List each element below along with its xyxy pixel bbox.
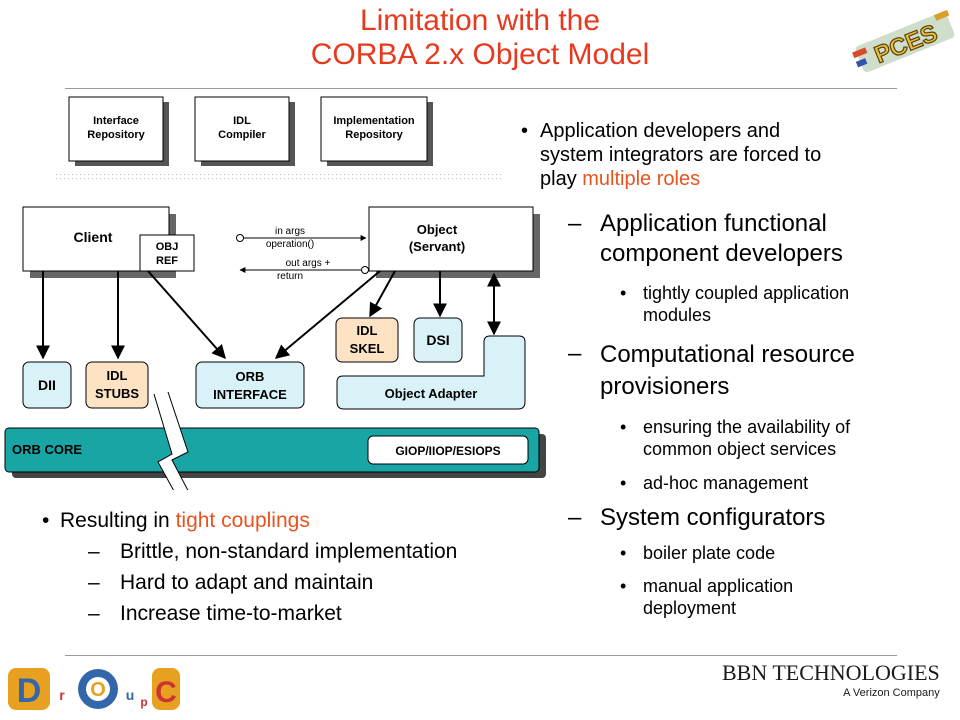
giop-box: GIOP/IIOP/ESIOPS (367, 435, 529, 465)
doc-logo-o: O (90, 679, 106, 701)
multiple-roles-line-3: play (540, 168, 583, 190)
idl-stubs-box: IDL STUBS (85, 361, 149, 409)
object-servant-box: Object (Servant) (368, 206, 540, 278)
bullet-marker: • (620, 283, 627, 303)
sub-availability: ensuring the availability of common obje… (643, 416, 943, 460)
doc-logo-u: u (126, 687, 135, 703)
sub-tightly-coupled-line-2: modules (643, 305, 712, 325)
interface-repository-line-2: Repository (87, 129, 145, 141)
bbn-logo-subtitle: A Verizon Company (843, 687, 940, 699)
idl-skel-line-2: SKEL (350, 341, 385, 356)
operation-label: operation() (266, 239, 314, 250)
top-divider (65, 88, 897, 89)
doc-logo-d: D (17, 672, 42, 710)
interface-repository-box: Interface Repository (68, 96, 169, 166)
client-label: Client (74, 229, 113, 245)
consequence-hard-to-adapt: Hard to adapt and maintain (120, 571, 374, 594)
bottom-divider (65, 655, 897, 656)
dash-marker: – (568, 504, 582, 531)
orb-interface-line-1: ORB (236, 369, 265, 384)
role-system-configurators: System configurators (600, 504, 826, 531)
bullet-marker: • (620, 473, 627, 493)
idl-stubs-line-2: STUBS (95, 386, 139, 401)
orb-interface-box: ORB INTERFACE (195, 361, 305, 409)
sub-availability-line-1: ensuring the availability of (643, 417, 851, 437)
implementation-repository-box: Implementation Repository (320, 96, 433, 166)
sub-tightly-coupled: tightly coupled application modules (643, 282, 943, 326)
idl-skel-box: IDL SKEL (335, 317, 399, 363)
doc-group-logo: D r O u p C (8, 668, 180, 710)
title-line-1: Limitation with the (359, 4, 601, 37)
sub-availability-line-2: common object services (643, 439, 837, 459)
consequence-time-to-market: Increase time-to-market (120, 602, 342, 625)
tight-couplings-prefix: Resulting in (60, 509, 176, 532)
bbn-logo: BBN TECHNOLOGIES A Verizon Company (722, 660, 940, 699)
dii-box: DII (22, 361, 72, 409)
bullet-marker: • (620, 576, 627, 596)
role-functional-developers-line-2: component developers (600, 240, 843, 267)
doc-logo-r: r (59, 687, 65, 703)
object-adapter-label: Object Adapter (385, 386, 478, 401)
obj-ref-box: OBJ REF (139, 234, 195, 272)
dsi-box: DSI (413, 317, 463, 363)
multiple-roles-line-1: Application developers and (540, 120, 781, 142)
sub-manual-deployment: manual application deployment (643, 575, 943, 619)
dsi-label: DSI (426, 332, 449, 348)
role-functional-developers-line-1: Application functional (600, 210, 827, 237)
dash-marker: – (88, 602, 100, 625)
doc-logo-c: C (155, 676, 177, 709)
sub-boiler-plate: boiler plate code (643, 543, 776, 563)
sub-tightly-coupled-line-1: tightly coupled application (643, 283, 850, 303)
dash-marker: – (88, 571, 100, 594)
bullet-marker: • (620, 543, 627, 563)
obj-ref-line-2: REF (156, 255, 178, 267)
object-adapter-box: Object Adapter (336, 335, 526, 410)
bullet-marker: • (42, 509, 50, 532)
role-resource-provisioners: Computational resource provisioners (600, 339, 940, 403)
idl-skel-line-1: IDL (357, 323, 378, 338)
dii-label: DII (38, 377, 56, 393)
dash-marker: – (88, 540, 100, 563)
return-label: return (277, 271, 303, 282)
sub-adhoc-management: ad-hoc management (643, 473, 809, 493)
doc-logo-p: p (140, 695, 147, 709)
implementation-repository-line-1: Implementation (333, 115, 415, 127)
role-functional-developers: Application functional component develop… (600, 209, 940, 269)
orb-interface-line-2: INTERFACE (213, 387, 287, 402)
multiple-roles-bullet: Application developers and system integr… (540, 119, 940, 191)
multiple-roles-line-2: system integrators are forced to (540, 144, 822, 166)
pces-logo: PCES (852, 9, 955, 73)
multiple-roles-highlight: multiple roles (582, 168, 701, 190)
corba-architecture-diagram: Interface Repository IDL Compiler Implem… (4, 96, 546, 490)
role-resource-provisioners-line-1: Computational resource (600, 341, 855, 368)
title-line-2: CORBA 2.x Object Model (310, 38, 650, 71)
bbn-logo-name: BBN TECHNOLOGIES (722, 660, 940, 685)
idl-stubs-line-1: IDL (107, 368, 128, 383)
tight-couplings-bullet: Resulting in tight couplings (60, 505, 310, 536)
consequence-brittle: Brittle, non-standard implementation (120, 540, 458, 563)
interface-repository-line-1: Interface (93, 115, 139, 127)
tight-couplings-highlight: tight couplings (175, 509, 310, 532)
sub-manual-deployment-line-1: manual application (643, 576, 794, 596)
idl-compiler-box: IDL Compiler (194, 96, 295, 166)
orb-core-label: ORB CORE (12, 442, 82, 457)
dash-marker: – (568, 210, 582, 237)
object-servant-line-2: (Servant) (409, 239, 465, 254)
slide-title: Limitation with the CORBA 2.x Object Mod… (0, 4, 960, 72)
sub-manual-deployment-line-2: deployment (643, 598, 737, 618)
obj-ref-line-1: OBJ (156, 241, 179, 253)
role-resource-provisioners-line-2: provisioners (600, 373, 730, 400)
bullet-marker: • (521, 120, 529, 142)
lightning-break (154, 392, 188, 490)
idl-compiler-line-1: IDL (233, 115, 251, 127)
object-servant-line-1: Object (417, 222, 458, 237)
bullet-marker: • (620, 417, 627, 437)
idl-compiler-line-2: Compiler (218, 129, 266, 141)
in-args-label: in args (275, 226, 305, 237)
dash-marker: – (568, 340, 582, 367)
out-args-label: out args + (286, 258, 331, 269)
giop-label: GIOP/IIOP/ESIOPS (395, 444, 500, 458)
implementation-repository-line-2: Repository (345, 129, 403, 141)
